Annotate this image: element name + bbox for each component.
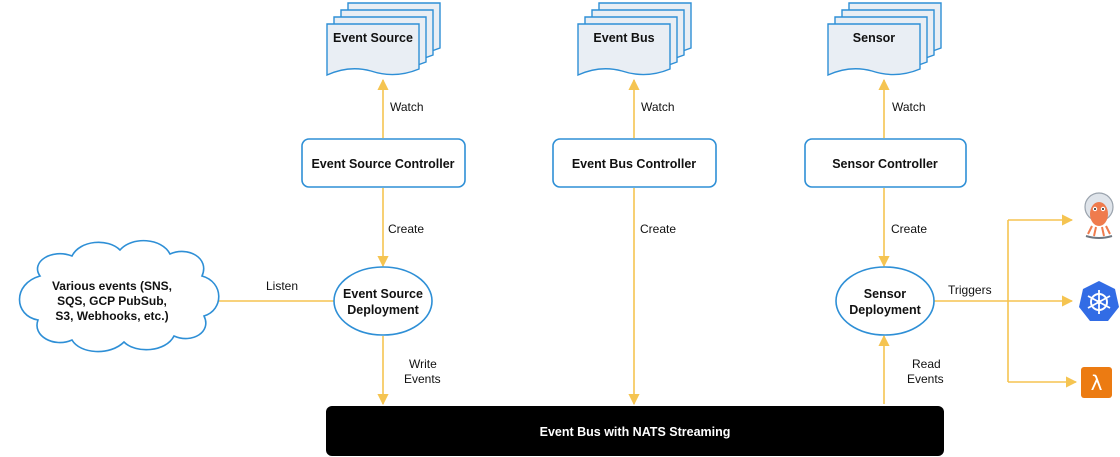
sensor-controller-label: Sensor Controller	[832, 157, 938, 171]
sensor-deployment-label-line2: Deployment	[849, 303, 921, 317]
event-bus-controller-label: Event Bus Controller	[572, 157, 696, 171]
sensor-resource-label: Sensor	[853, 31, 896, 45]
external-events-line1: Various events (SNS,	[52, 279, 172, 293]
event-bus-bar: Event Bus with NATS Streaming	[326, 406, 944, 456]
sensor-controller: Sensor Controller	[804, 138, 967, 188]
arrows	[202, 78, 1078, 406]
event-source-resource-label: Event Source	[333, 31, 413, 45]
write-events-label-line1: Write	[409, 357, 437, 371]
event-source-controller: Event Source Controller	[301, 138, 466, 188]
event-bus-bar-label: Event Bus with NATS Streaming	[540, 425, 731, 439]
create-label-event-source: Create	[388, 222, 424, 236]
event-bus-resource-label: Event Bus	[593, 31, 654, 45]
kubernetes-icon	[1079, 281, 1119, 321]
watch-label-sensor: Watch	[892, 100, 926, 114]
event-bus-controller: Event Bus Controller	[552, 138, 717, 188]
external-events-cloud: Various events (SNS, SQS, GCP PubSub, S3…	[18, 239, 220, 353]
watch-label-event-source: Watch	[390, 100, 424, 114]
watch-label-event-bus: Watch	[641, 100, 675, 114]
external-events-line2: SQS, GCP PubSub,	[57, 294, 167, 308]
read-events-label-line2: Events	[907, 372, 944, 386]
triggers-label: Triggers	[948, 283, 992, 297]
argo-robot-icon	[1084, 192, 1114, 239]
event-source-deployment-label-line1: Event Source	[343, 287, 423, 301]
write-events-label-line2: Events	[404, 372, 441, 386]
sensor-deployment-label-line1: Sensor	[864, 287, 907, 301]
listen-label: Listen	[266, 279, 298, 293]
create-label-event-bus: Create	[640, 222, 676, 236]
create-label-sensor: Create	[891, 222, 927, 236]
event-source-deployment-label-line2: Deployment	[347, 303, 419, 317]
event-source-resource: Event Source	[326, 2, 441, 77]
external-events-line3: S3, Webhooks, etc.)	[55, 309, 168, 323]
aws-lambda-icon: λ	[1081, 367, 1112, 398]
event-source-controller-label: Event Source Controller	[311, 157, 454, 171]
sensor-resource: Sensor	[827, 2, 942, 77]
event-source-deployment: Event Source Deployment	[333, 266, 433, 336]
read-events-label-line1: Read	[912, 357, 941, 371]
event-bus-resource: Event Bus	[577, 2, 692, 77]
sensor-deployment: Sensor Deployment	[835, 266, 935, 336]
lambda-glyph: λ	[1091, 371, 1103, 395]
